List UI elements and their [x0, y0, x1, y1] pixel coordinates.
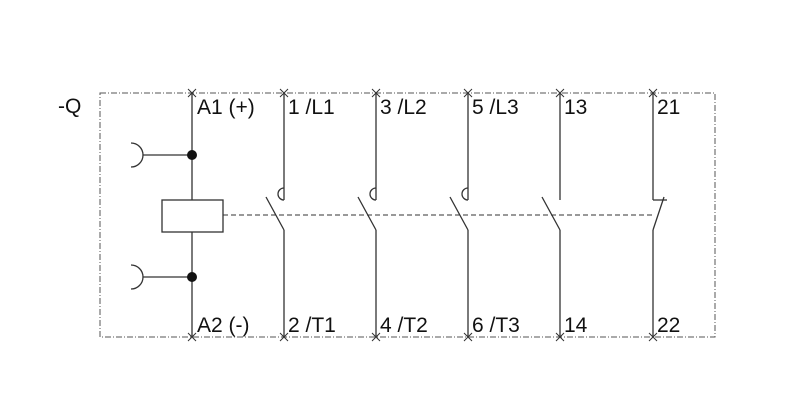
arc-chute-icon — [461, 187, 469, 201]
terminal-cross-icon — [279, 332, 289, 342]
terminal-cross-icon — [555, 332, 565, 342]
coil-top-label: A1 (+) — [197, 96, 255, 119]
terminal-cross-icon — [463, 332, 473, 342]
terminal-cross-icon — [279, 88, 289, 98]
plug-socket-icon — [130, 142, 144, 168]
contact-bottom-label: 6 /T3 — [472, 314, 520, 337]
terminal-cross-icon — [648, 88, 658, 98]
contact-top-label: 21 — [657, 96, 680, 119]
contact-bottom-label: 22 — [657, 314, 680, 337]
coil-bottom-label: A2 (-) — [197, 314, 250, 337]
terminal-cross-icon — [555, 88, 565, 98]
terminal-cross-icon — [463, 88, 473, 98]
arc-chute-icon — [277, 187, 285, 201]
coil-symbol — [161, 199, 224, 233]
contact-bottom-label: 2 /T1 — [288, 314, 336, 337]
contact-top-label: 3 /L2 — [380, 96, 427, 119]
contact-bottom-label: 4 /T2 — [380, 314, 428, 337]
contact-aux-no — [541, 93, 561, 337]
terminal-cross-icon — [371, 332, 381, 342]
contact-top-label: 5 /L3 — [472, 96, 519, 119]
terminal-cross-icon — [187, 332, 197, 342]
contact-bottom-label: 14 — [564, 314, 588, 337]
terminal-cross-icon — [648, 332, 658, 342]
contact-main-no — [357, 93, 377, 337]
terminal-cross-icon — [371, 88, 381, 98]
contact-aux-nc — [652, 93, 667, 337]
contact-main-no — [449, 93, 469, 337]
junction-dot — [187, 150, 197, 160]
device-frame — [99, 92, 716, 338]
contact-top-label: 13 — [564, 96, 587, 119]
terminal-cross-icon — [187, 88, 197, 98]
contact-top-label: 1 /L1 — [288, 96, 335, 119]
arc-chute-icon — [369, 187, 377, 201]
junction-dot — [187, 272, 197, 282]
device-label: -Q — [58, 95, 81, 118]
contact-main-no — [265, 93, 285, 337]
coil — [130, 93, 224, 337]
plug-socket-icon — [130, 264, 144, 290]
